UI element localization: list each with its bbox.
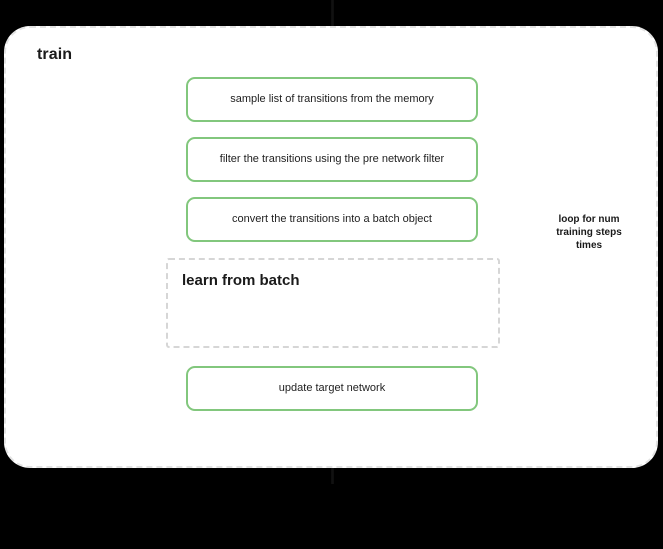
learn-from-batch-group[interactable]: learn from batch [166, 258, 500, 348]
loop-caption: loop for num training steps times [556, 214, 622, 251]
page-title: train [37, 46, 73, 63]
step-node-filter-transitions[interactable]: filter the transitions using the pre net… [186, 137, 478, 182]
step-label: filter the transitions using the pre net… [219, 152, 445, 165]
step-label: update target network [278, 381, 386, 394]
step-node-convert-to-batch[interactable]: convert the transitions into a batch obj… [186, 197, 478, 242]
step-node-sample-transitions[interactable]: sample list of transitions from the memo… [186, 77, 478, 122]
learn-from-batch-group-title: learn from batch [182, 272, 300, 289]
step-label: convert the transitions into a batch obj… [232, 212, 432, 225]
step-node-update-target-network[interactable]: update target network [186, 366, 478, 411]
step-label: sample list of transitions from the memo… [230, 92, 434, 105]
